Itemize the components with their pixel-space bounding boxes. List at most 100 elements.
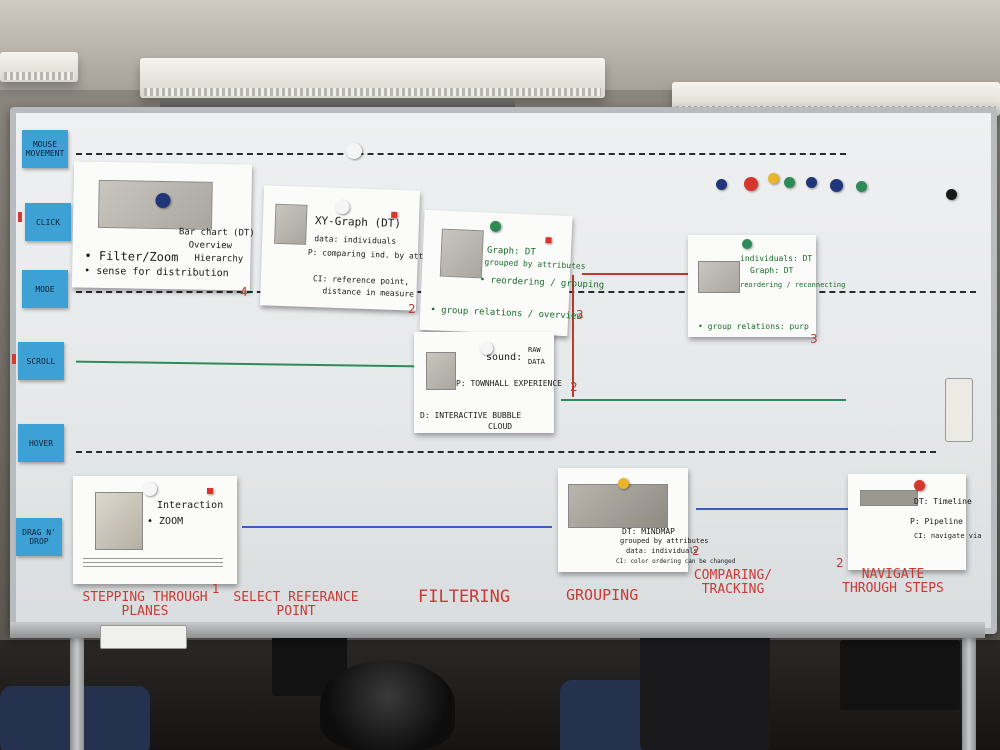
card-note: DT: MINDMAP (622, 527, 675, 536)
card-note: RAW DATA (528, 346, 545, 366)
magnet (806, 177, 817, 188)
card-note: • group relations: purp (698, 322, 809, 331)
magnet (207, 488, 213, 494)
card-thumbnail (698, 261, 740, 293)
card-note: CI: navigate via (914, 532, 982, 540)
row-line (696, 508, 856, 510)
card-note: • ZOOM (147, 516, 184, 527)
red-mark (12, 354, 16, 364)
card-note: P: Pipeline (910, 517, 963, 526)
magnet (946, 189, 957, 200)
magnet (744, 177, 758, 191)
card-note: Bar chart (DT) (178, 227, 255, 239)
card-note: • group relations / overview (430, 305, 583, 322)
card-number: 2 (408, 302, 416, 316)
card-note: data: individuals (626, 547, 698, 555)
card-thumbnail (274, 203, 308, 245)
card-note: • Filter/Zoom (84, 248, 179, 265)
column-label-reference: SELECT REFERANCE POINT (233, 590, 359, 619)
card-number: 2 (570, 380, 578, 394)
card-xy-graph: XY-Graph (DT) data: individuals P: compa… (259, 185, 433, 311)
card-text-lines (83, 558, 223, 568)
board-leg (962, 630, 976, 750)
fur-object (320, 660, 455, 750)
row-label-click: CLICK (25, 203, 71, 241)
card-thumbnail (439, 228, 484, 279)
card-townhall: sound: RAW DATA P: TOWNHALL EXPERIENCE D… (414, 332, 562, 433)
card-number: 1 (212, 582, 220, 596)
connector-line (572, 275, 574, 397)
card-note: D: INTERACTIVE BUBBLE (420, 411, 522, 420)
marker-tray (10, 622, 985, 638)
card-note: Interaction (157, 500, 224, 511)
magnet (742, 239, 752, 249)
column-label-grouping: GROUPING (566, 586, 639, 604)
board-eraser (100, 625, 187, 649)
row-line (242, 526, 552, 528)
red-mark (18, 212, 22, 222)
wall-switch (945, 378, 973, 442)
row-line (76, 360, 421, 368)
card-thumbnail (860, 490, 918, 506)
card-note: XY-Graph (DT) (314, 214, 402, 231)
card-bar-chart: Bar chart (DT) Overview Hierarchy • Filt… (71, 161, 255, 291)
row-label-mouse-movement: MOUSE MOVEMENT (22, 130, 68, 168)
card-mindmap: DT: MINDMAP grouped by attributes data: … (558, 468, 735, 572)
magnet (768, 173, 779, 184)
card-number: 2 (692, 544, 700, 558)
card-note: grouped by attributes (484, 257, 586, 271)
magnet (856, 181, 867, 192)
ceiling-lamp (0, 52, 78, 82)
row-label-scroll: SCROLL (18, 342, 64, 380)
card-thumbnail (97, 179, 213, 230)
card-note: Hierarchy (194, 253, 244, 265)
magnet (545, 237, 552, 244)
magnet (716, 179, 727, 190)
row-label-drag-n-drop: DRAG N' DROP (16, 518, 62, 556)
card-note: • sense for distribution (84, 265, 229, 280)
row-label-mode: MODE (22, 270, 68, 308)
row-label-hover: HOVER (18, 424, 64, 462)
magnet (830, 179, 843, 192)
magnet (489, 220, 502, 233)
card-note: grouped by attributes (620, 537, 709, 545)
monitor (840, 640, 960, 710)
magnet (914, 480, 925, 491)
board-leg (70, 630, 84, 750)
card-note: P: TOWNHALL EXPERIENCE (456, 379, 562, 388)
column-label-navigate: NAVIGATE THROUGH STEPS (842, 567, 944, 596)
card-thumbnail (568, 484, 668, 528)
card-note: data: individuals (314, 234, 397, 246)
card-grouped-graph: Graph: DT grouped by attributes • reorde… (419, 209, 604, 337)
card-note: CLOUD (488, 422, 513, 431)
card-number: 3 (810, 332, 818, 346)
card-note: sound: (486, 352, 523, 363)
connector-line (582, 273, 692, 275)
magnet (784, 177, 795, 188)
card-number: 3 (576, 308, 584, 322)
card-note: P: comparing ind. by attr. (307, 247, 434, 262)
column-label-comparing: COMPARING/ TRACKING (693, 568, 773, 597)
card-note: individuals: DT (740, 254, 813, 263)
card-note: reordering / reconnecting (740, 281, 846, 289)
magnet (346, 143, 362, 159)
card-thumbnail (426, 352, 456, 390)
card-note: Overview (188, 240, 233, 252)
card-note: distance in measure (322, 286, 415, 299)
row-line (76, 153, 846, 155)
row-line (76, 451, 936, 453)
column-label-stepping: STEPPING THROUGH PLANES (82, 590, 208, 619)
magnet (143, 482, 157, 496)
floor (0, 640, 1000, 750)
ceiling-lamp (140, 58, 605, 98)
card-note: Graph: DT (750, 266, 794, 275)
card-timeline: DT: Timeline P: Pipeline CI: navigate vi… (848, 474, 981, 570)
card-individuals: individuals: DT Graph: DT reordering / r… (688, 235, 845, 337)
card-number: 2 (836, 556, 844, 570)
card-note: CI: color ordering can be changed (616, 558, 736, 565)
magnet (335, 199, 350, 215)
card-note: DT: Timeline (914, 497, 972, 506)
magnet (480, 342, 493, 355)
column-label-filtering: FILTERING (418, 587, 511, 607)
